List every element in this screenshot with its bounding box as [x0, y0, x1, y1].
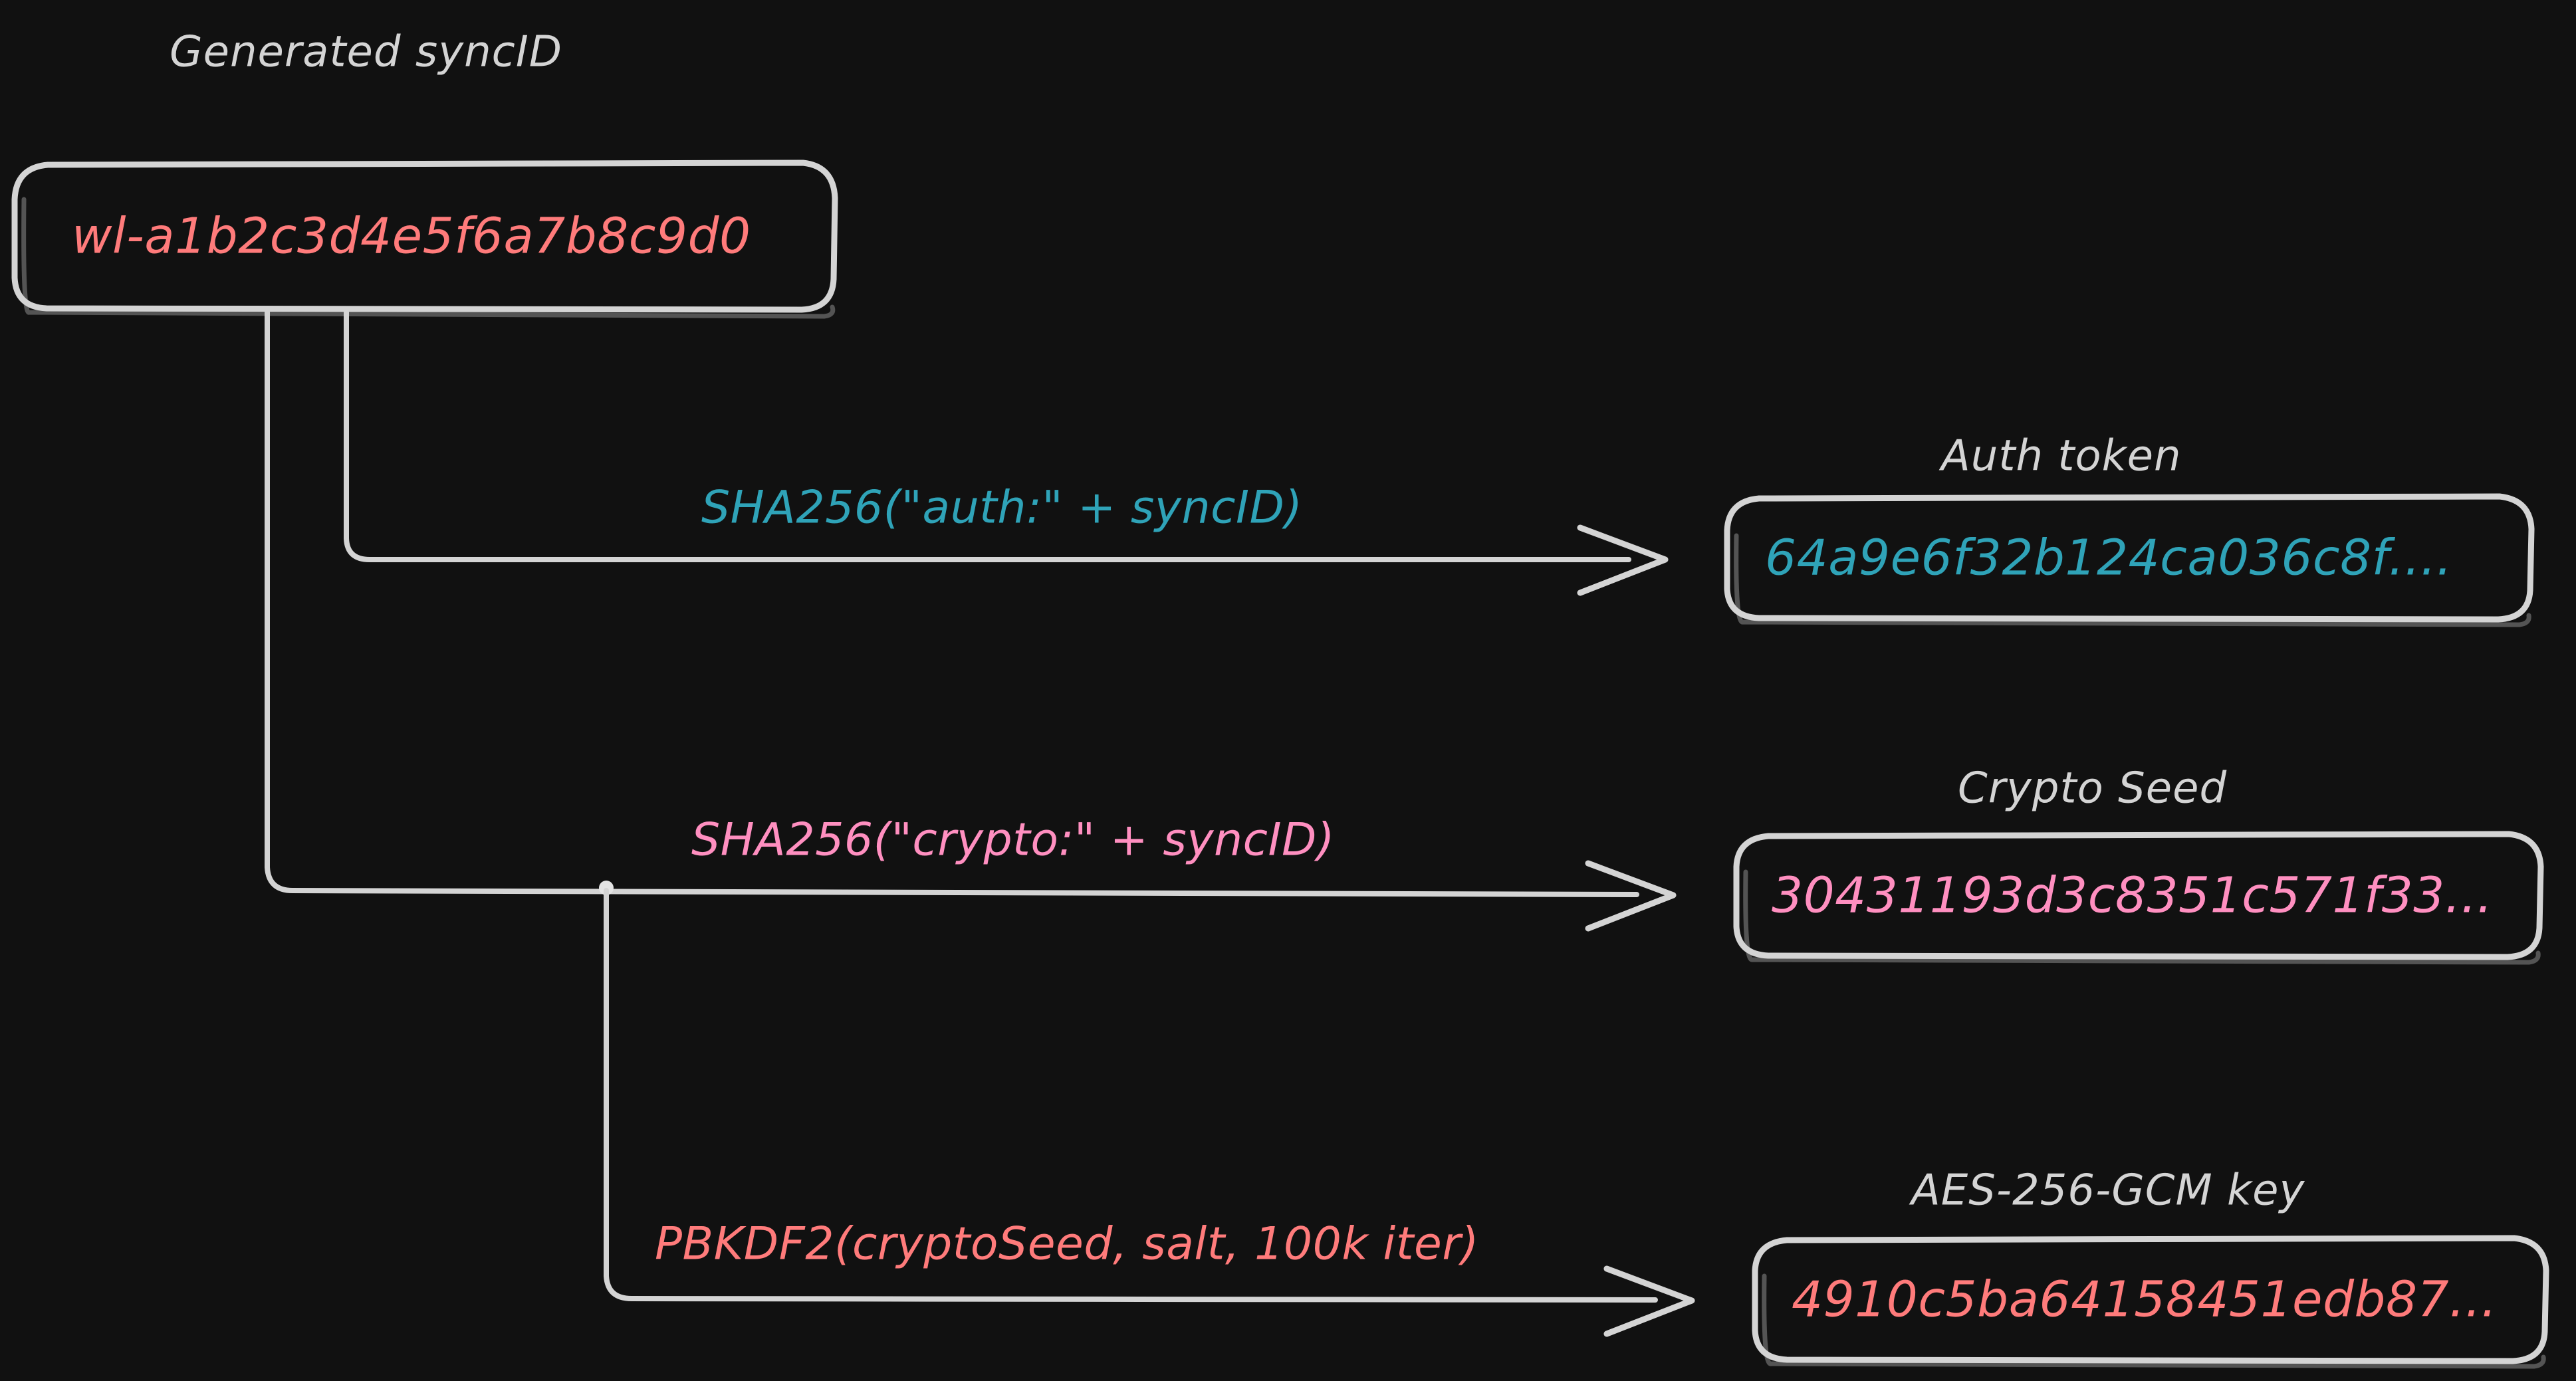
source-node-box [11, 159, 838, 313]
source-node-value: wl-a1b2c3d4e5f6a7b8c9d0 [72, 208, 751, 265]
edge-label-kdf: PBKDF2(cryptoSeed, salt, 100k iter) [655, 1218, 1479, 1271]
aes-key-value: 4910c5ba64158451edb87... [1792, 1271, 2497, 1328]
crypto-seed-box-shadow [1743, 869, 2541, 965]
source-node-box-shadow [21, 197, 836, 319]
edge-label-crypto: SHA256("crypto:" + syncID) [691, 814, 1335, 867]
edge-auth-connector [344, 307, 1631, 562]
aes-key-box [1752, 1235, 2549, 1364]
edge-kdf-connector-group [599, 881, 1695, 1337]
edge-crypto-connector [265, 307, 1639, 897]
edge-crypto-arrowhead [1585, 860, 1677, 932]
edge-auth-connector-group [344, 307, 1669, 596]
crypto-seed-box [1733, 831, 2544, 960]
crypto-seed-value: 30431193d3c8351c571f33... [1772, 867, 2493, 924]
target-node-aes-key-group: AES-256-GCM key 4910c5ba64158451edb87... [1752, 1166, 2549, 1369]
aes-key-box-shadow [1762, 1273, 2546, 1369]
auth-token-box [1724, 493, 2535, 623]
target-node-auth-token-group: Auth token 64a9e6f32b124ca036c8f.... [1724, 432, 2535, 627]
crypto-seed-caption: Crypto Seed [1958, 764, 2227, 813]
target-node-crypto-seed-group: Crypto Seed 30431193d3c8351c571f33... [1733, 764, 2544, 965]
aes-key-caption: AES-256-GCM key [1909, 1166, 2305, 1216]
edge-label-auth: SHA256("auth:" + syncID) [701, 482, 1302, 534]
auth-token-value: 64a9e6f32b124ca036c8f.... [1765, 530, 2452, 587]
edge-crypto-connector-group [265, 307, 1677, 932]
auth-token-box-shadow [1734, 533, 2531, 627]
auth-token-caption: Auth token [1938, 432, 2182, 481]
source-node-caption: Generated syncID [170, 28, 562, 77]
source-node-group: Generated syncID wl-a1b2c3d4e5f6a7b8c9d0 [11, 28, 838, 319]
edge-kdf-arrowhead [1603, 1265, 1695, 1337]
edge-auth-arrowhead [1577, 524, 1669, 596]
edge-kdf-connector [604, 888, 1658, 1303]
